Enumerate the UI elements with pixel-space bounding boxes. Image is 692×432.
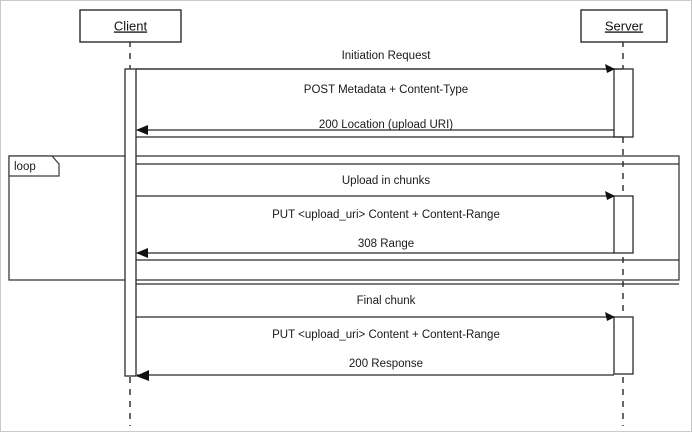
arrowhead-200-response [136, 370, 149, 381]
activation-bar-server-final-chunk[interactable] [613, 316, 634, 375]
participant-label-client: Client [114, 18, 148, 33]
activation-bar-client[interactable] [124, 68, 137, 377]
message-200-location-label: 200 Location (upload URI) [319, 119, 453, 131]
message-group-initiation: Initiation Request POST Metadata + Conte… [136, 50, 623, 138]
group-caption-initiation: Initiation Request [342, 50, 432, 62]
participant-box-client[interactable] [79, 9, 182, 43]
loop-fragment[interactable]: loop [8, 155, 680, 281]
message-308-range-label: 308 Range [358, 238, 414, 250]
arrowhead-put-final-chunk [605, 312, 615, 321]
message-post-metadata[interactable]: POST Metadata + Content-Type [136, 64, 615, 96]
loop-fragment-label-box [8, 155, 60, 177]
message-group-upload-chunks: Upload in chunks PUT <upload_uri> Conten… [136, 163, 679, 261]
participant-label-server: Server [605, 18, 644, 33]
message-group-final-chunk: Final chunk PUT <upload_uri> Content + C… [136, 283, 679, 381]
activation-bar-server-initiation[interactable] [613, 68, 634, 138]
message-put-chunk[interactable]: PUT <upload_uri> Content + Content-Range [136, 191, 615, 221]
arrowhead-post-metadata [605, 64, 615, 73]
group-caption-upload-chunks: Upload in chunks [342, 175, 430, 187]
message-put-final-chunk-label: PUT <upload_uri> Content + Content-Range [272, 329, 500, 341]
activation-bar-server-upload-chunks[interactable] [613, 195, 634, 254]
message-200-location[interactable]: 200 Location (upload URI) [136, 119, 614, 135]
message-put-chunk-label: PUT <upload_uri> Content + Content-Range [272, 209, 500, 221]
message-308-range[interactable]: 308 Range [136, 238, 614, 258]
arrowhead-put-chunk [605, 191, 615, 200]
loop-fragment-operator-label: loop [14, 161, 36, 173]
arrowhead-200-location [136, 125, 148, 135]
message-post-metadata-label: POST Metadata + Content-Type [304, 84, 468, 96]
message-put-final-chunk[interactable]: PUT <upload_uri> Content + Content-Range [136, 312, 615, 341]
message-200-response[interactable]: 200 Response [136, 358, 614, 381]
loop-fragment-border [8, 155, 680, 281]
participant-box-server[interactable] [580, 9, 668, 43]
group-caption-final-chunk: Final chunk [357, 295, 416, 307]
message-200-response-label: 200 Response [349, 358, 423, 370]
arrowhead-308-range [136, 248, 148, 258]
